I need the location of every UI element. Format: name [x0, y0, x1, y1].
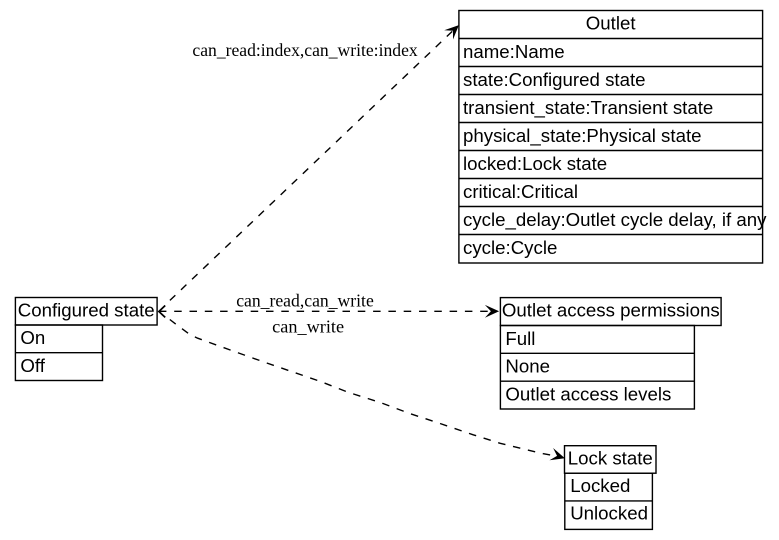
- svg-text:Full: Full: [505, 328, 535, 349]
- svg-text:Locked: Locked: [570, 475, 630, 496]
- svg-text:Unlocked: Unlocked: [570, 503, 648, 524]
- svg-text:cycle_delay:Outlet cycle delay: cycle_delay:Outlet cycle delay, if any: [463, 209, 767, 231]
- svg-text:Off: Off: [20, 355, 45, 376]
- svg-text:can_read,can_write: can_read,can_write: [236, 291, 374, 311]
- svg-text:Outlet: Outlet: [586, 12, 637, 33]
- svg-text:state:Configured state: state:Configured state: [463, 69, 646, 90]
- svg-text:Lock state: Lock state: [568, 447, 653, 468]
- svg-text:cycle:Cycle: cycle:Cycle: [463, 237, 557, 258]
- svg-text:locked:Lock state: locked:Lock state: [463, 153, 607, 174]
- svg-text:Outlet access permissions: Outlet access permissions: [502, 300, 720, 321]
- svg-text:critical:Critical: critical:Critical: [463, 181, 578, 202]
- svg-text:transient_state:Transient stat: transient_state:Transient state: [463, 97, 713, 119]
- svg-text:On: On: [20, 327, 45, 348]
- svg-text:None: None: [505, 356, 550, 377]
- svg-text:name:Name: name:Name: [463, 41, 565, 62]
- svg-text:can_write: can_write: [272, 316, 344, 336]
- svg-text:can_read:index,can_write:index: can_read:index,can_write:index: [192, 40, 417, 60]
- svg-text:Outlet access levels: Outlet access levels: [505, 383, 671, 404]
- svg-text:physical_state:Physical state: physical_state:Physical state: [463, 125, 702, 147]
- svg-text:Configured state: Configured state: [18, 300, 155, 321]
